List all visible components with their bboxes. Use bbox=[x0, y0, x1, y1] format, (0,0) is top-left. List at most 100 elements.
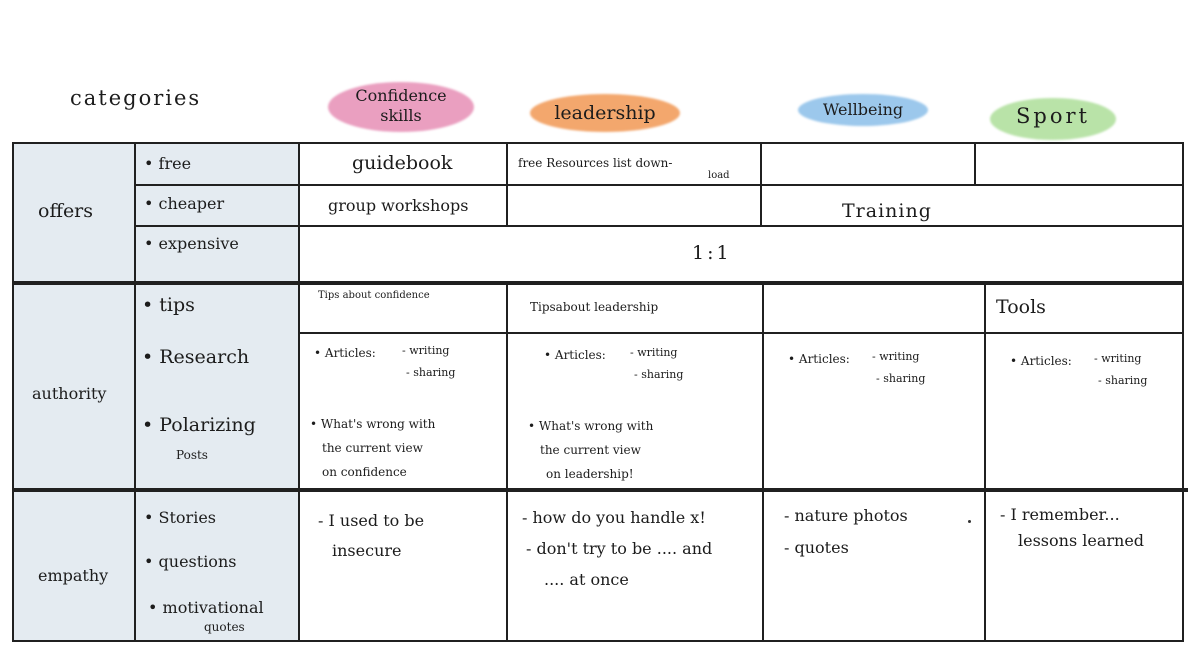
offer-item-cheaper: • cheaper bbox=[144, 194, 225, 213]
offer-item-cheaper-label: cheaper bbox=[158, 194, 225, 213]
cell-empathy-leadership: - how do you handle x! - don't try to be… bbox=[522, 502, 712, 595]
sport-blob bbox=[990, 98, 1116, 140]
cell-tips-confidence: Tips about confidence bbox=[318, 290, 430, 301]
row-label-authority: authority bbox=[32, 384, 107, 403]
articles-sharing: - sharing bbox=[876, 372, 926, 385]
grid-line bbox=[974, 142, 976, 184]
articles-label: Articles: bbox=[554, 348, 606, 362]
offer-item-expensive-label: expensive bbox=[158, 234, 239, 253]
cell-tips-leadership: Tipsabout leadership bbox=[530, 300, 659, 314]
cell-wrong-confidence: • What's wrong with the current view on … bbox=[310, 412, 435, 484]
offer-item-free: • free bbox=[144, 154, 192, 173]
page-title: categories bbox=[70, 86, 202, 110]
empathy-item-questions-label: questions bbox=[158, 552, 237, 571]
cell-free-resources: free Resources list down- bbox=[518, 156, 673, 170]
cell-articles-wellbeing: • Articles: bbox=[788, 352, 850, 366]
grid-line-left bbox=[12, 142, 14, 642]
authority-item-research: • Research bbox=[142, 346, 250, 368]
empathy-confidence-line2: insecure bbox=[332, 541, 402, 560]
articles-sharing: - sharing bbox=[406, 366, 456, 379]
wrong-leadership-line1-text: What's wrong with bbox=[538, 419, 654, 433]
cell-guidebook: guidebook bbox=[352, 152, 453, 174]
confidence-blob bbox=[328, 82, 474, 132]
empathy-item-questions: • questions bbox=[144, 552, 237, 571]
offer-item-expensive: • expensive bbox=[144, 234, 239, 253]
wrong-confidence-line2: the current view bbox=[322, 441, 423, 455]
authority-item-posts: Posts bbox=[176, 448, 208, 462]
empathy-leadership-line2: - don't try to be .... and bbox=[526, 539, 713, 558]
articles-writing: - writing bbox=[630, 346, 678, 359]
stray-dot bbox=[968, 520, 971, 523]
empathy-item-motivational-label: motivational bbox=[162, 598, 264, 617]
category-leadership: leadership bbox=[554, 102, 656, 124]
category-confidence-line1: Confidence bbox=[355, 86, 447, 105]
articles-label: Articles: bbox=[324, 346, 376, 360]
articles-sharing: - sharing bbox=[634, 368, 684, 381]
empathy-sport-line2: lessons learned bbox=[1018, 531, 1145, 550]
articles-writing: - writing bbox=[872, 350, 920, 363]
wellbeing-blob bbox=[798, 94, 928, 126]
cell-empathy-wellbeing: - nature photos - quotes bbox=[784, 500, 908, 564]
grid-line-right bbox=[1182, 142, 1184, 642]
offer-item-free-label: free bbox=[158, 154, 192, 173]
grid-line bbox=[134, 225, 1184, 227]
authority-item-polarizing-label: Polarizing bbox=[159, 414, 256, 436]
empathy-wellbeing-line2: - quotes bbox=[784, 538, 849, 557]
grid-line bbox=[134, 184, 1184, 186]
cell-articles-sport: • Articles: bbox=[1010, 354, 1072, 368]
section-divider-authority bbox=[12, 488, 1188, 492]
row-label-shade bbox=[14, 144, 134, 640]
category-sport: Sport bbox=[1016, 104, 1090, 128]
articles-label: Articles: bbox=[798, 352, 850, 366]
grid-line bbox=[298, 142, 300, 642]
grid-line-bottom bbox=[12, 640, 1184, 642]
cell-articles-confidence: • Articles: bbox=[314, 346, 376, 360]
authority-item-research-label: Research bbox=[159, 346, 250, 368]
leadership-blob bbox=[530, 94, 680, 132]
empathy-wellbeing-line1: - nature photos bbox=[784, 506, 908, 525]
empathy-leadership-line1: - how do you handle x! bbox=[522, 508, 706, 527]
empathy-item-motivational: • motivational bbox=[148, 598, 264, 617]
category-confidence: Confidence skills bbox=[328, 86, 474, 126]
empathy-item-stories: • Stories bbox=[144, 508, 216, 527]
wrong-leadership-line3: on leadership! bbox=[546, 467, 634, 481]
wrong-confidence-line3: on confidence bbox=[322, 465, 407, 479]
empathy-sport-line1: - I remember... bbox=[1000, 505, 1120, 524]
grid-line-top bbox=[12, 142, 1184, 144]
grid-line bbox=[762, 283, 764, 642]
authority-item-tips-label: tips bbox=[159, 294, 195, 316]
cell-group-workshops: group workshops bbox=[328, 196, 469, 215]
grid-line bbox=[760, 142, 762, 226]
articles-writing: - writing bbox=[402, 344, 450, 357]
grid-line bbox=[506, 283, 508, 642]
authority-item-polarizing: • Polarizing bbox=[142, 414, 256, 436]
cell-empathy-confidence: - I used to be insecure bbox=[318, 506, 424, 566]
articles-label: Articles: bbox=[1020, 354, 1072, 368]
row-label-empathy: empathy bbox=[38, 566, 109, 585]
wrong-leadership-line2: the current view bbox=[540, 443, 641, 457]
wrong-confidence-line1: • What's wrong with bbox=[310, 417, 436, 431]
empathy-confidence-line1: - I used to be bbox=[318, 511, 425, 530]
grid-line bbox=[298, 332, 1184, 334]
wrong-confidence-line1-text: What's wrong with bbox=[320, 417, 436, 431]
category-confidence-line2: skills bbox=[380, 106, 422, 125]
grid-line bbox=[134, 142, 136, 642]
empathy-item-stories-label: Stories bbox=[158, 508, 216, 527]
cell-tools: Tools bbox=[996, 296, 1046, 318]
grid-line bbox=[984, 283, 986, 642]
cell-free-resources-cont: load bbox=[708, 170, 730, 181]
authority-item-tips: • tips bbox=[142, 294, 195, 316]
articles-sharing: - sharing bbox=[1098, 374, 1148, 387]
grid-line bbox=[506, 142, 508, 226]
category-wellbeing: Wellbeing bbox=[822, 100, 904, 119]
articles-writing: - writing bbox=[1094, 352, 1142, 365]
cell-one-on-one: 1:1 bbox=[692, 242, 732, 264]
empathy-item-quotes: quotes bbox=[204, 620, 245, 634]
wrong-leadership-line1: • What's wrong with bbox=[528, 419, 654, 433]
cell-training: Training bbox=[842, 200, 932, 222]
empathy-leadership-line3: .... at once bbox=[544, 570, 629, 589]
section-divider-offers bbox=[12, 281, 1184, 285]
cell-empathy-sport: - I remember... lessons learned bbox=[1000, 502, 1144, 554]
row-label-offers: offers bbox=[38, 200, 94, 222]
cell-articles-leadership: • Articles: bbox=[544, 348, 606, 362]
